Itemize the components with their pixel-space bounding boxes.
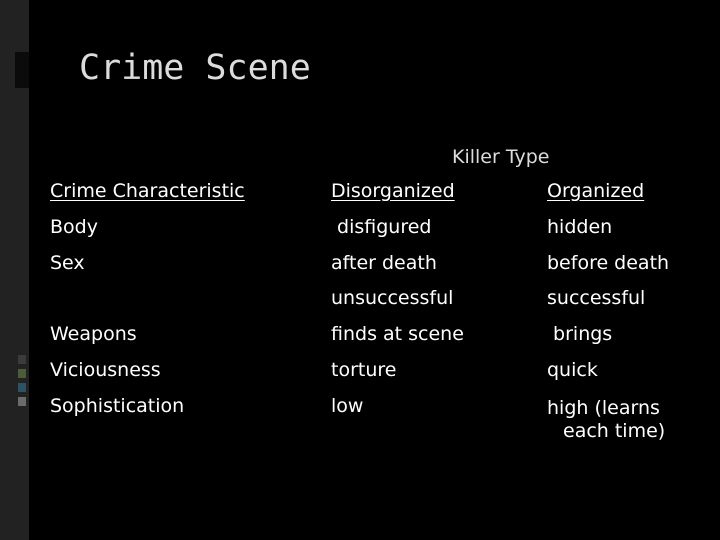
disorganized-cell: disfigured [331, 216, 432, 238]
disorganized-cell: finds at scene [331, 323, 464, 345]
organized-cell: quick [547, 359, 598, 381]
title-marker [15, 52, 29, 88]
row-label: Weapons [50, 323, 137, 345]
organized-cell: high (learns each time) [547, 397, 703, 443]
disorganized-cell: after death [331, 252, 437, 274]
row-label: Sex [50, 252, 85, 274]
accent-bar [18, 383, 26, 392]
row-label: Body [50, 216, 98, 238]
column-header-disorganized: Disorganized [331, 180, 455, 202]
accent-bar [18, 397, 26, 406]
accent-bar [18, 369, 26, 378]
organized-cell: brings [547, 323, 613, 345]
disorganized-cell: low [331, 395, 364, 417]
organized-cell: successful [547, 287, 646, 309]
killer-type-header: Killer Type [452, 146, 550, 168]
organized-cell-text: high (learns each time) [547, 397, 666, 442]
row-label: Sophistication [50, 395, 185, 417]
disorganized-cell: torture [331, 359, 397, 381]
left-decorative-strip [0, 0, 29, 540]
organized-cell: hidden [547, 216, 613, 238]
column-header-characteristic: Crime Characteristic [50, 180, 245, 202]
column-header-organized: Organized [547, 180, 645, 202]
organized-cell: before death [547, 252, 670, 274]
row-label: Viciousness [50, 359, 161, 381]
slide-title: Crime Scene [79, 48, 311, 88]
disorganized-cell: unsuccessful [331, 287, 454, 309]
side-accent-bars [18, 355, 26, 411]
accent-bar [18, 355, 26, 364]
